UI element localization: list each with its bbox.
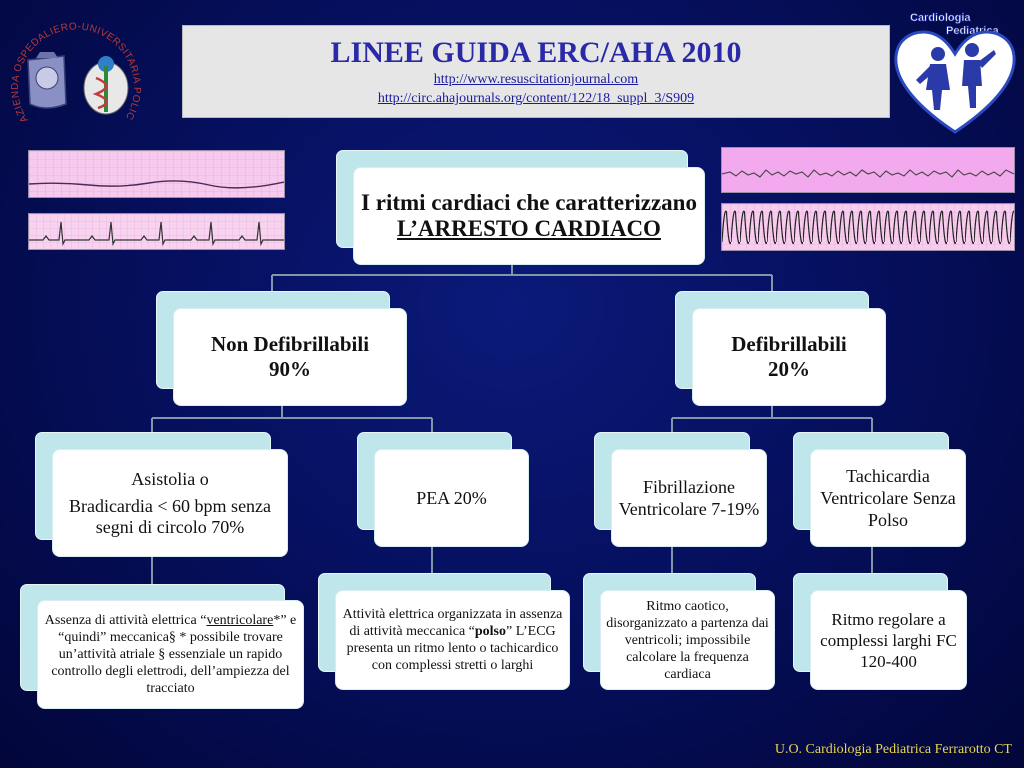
- children-icon: [916, 43, 996, 110]
- node-fibrillazione: Fibrillazione Ventricolare 7-19%: [594, 432, 768, 547]
- node-tachicardia-detail: Ritmo regolare a complessi larghi FC 120…: [793, 573, 966, 689]
- node-asistolia: Asistolia o Bradicardia < 60 bpm senza s…: [35, 432, 289, 557]
- root-node: I ritmi cardiaci che caratterizzano L’AR…: [336, 150, 706, 265]
- crest-icon: [27, 52, 67, 109]
- logo-text-cardiologia: Cardiologia: [910, 12, 971, 24]
- node-defibrillabili: Defibrillabili 20%: [675, 291, 887, 406]
- root-title: I ritmi cardiaci che caratterizzano: [361, 190, 697, 215]
- node-pea-detail: Attività elettrica organizzata in assenz…: [318, 573, 569, 689]
- non-defibrillabili-pct: 90%: [269, 357, 311, 381]
- tachicardia-detail-text: Ritmo regolare a complessi larghi FC 120…: [820, 609, 957, 671]
- cardiologia-pediatrica-logo: Cardiologia Pediatrica: [890, 10, 1020, 135]
- node-non-defibrillabili: Non Defibrillabili 90%: [156, 291, 408, 406]
- node-tachicardia: Tachicardia Ventricolare Senza Polso: [793, 432, 967, 547]
- circulation-link[interactable]: http://circ.ahajournals.org/content/122/…: [377, 91, 695, 106]
- tachicardia-label: Tachicardia Ventricolare Senza Polso: [820, 466, 956, 530]
- asistolia-line2: Bradicardia < 60 bpm senza segni di circ…: [68, 495, 272, 537]
- node-fibrillazione-detail: Ritmo caotico, disorganizzato a partenza…: [583, 573, 774, 689]
- hospital-logo: AZIENDA OSPEDALIERO-UNIVERSITARIA POLICL…: [2, 0, 146, 142]
- header-box: LINEE GUIDA ERC/AHA 2010 http://www.resu…: [182, 25, 890, 118]
- heart-icon: [894, 30, 1016, 134]
- pea-detail-text: Attività elettrica organizzata in assenz…: [342, 607, 563, 673]
- non-defibrillabili-label: Non Defibrillabili: [210, 332, 370, 356]
- resuscitation-link[interactable]: http://www.resuscitationjournal.com: [433, 72, 639, 87]
- ecg-strip-asystole: [28, 150, 285, 198]
- page-title: LINEE GUIDA ERC/AHA 2010: [330, 36, 742, 69]
- node-asistolia-detail: Assenza di attività elettrica “ventricol…: [20, 584, 303, 708]
- ecg-strip-fibrillation: [721, 147, 1015, 193]
- caduceus-icon: [83, 56, 129, 115]
- defibrillabili-label: Defibrillabili: [731, 332, 847, 356]
- pea-label: PEA 20%: [416, 487, 487, 508]
- root-subtitle: L’ARRESTO CARDIACO: [397, 216, 661, 241]
- fibrillazione-detail-text: Ritmo caotico, disorganizzato a partenza…: [606, 598, 769, 682]
- defibrillabili-pct: 20%: [768, 357, 810, 381]
- footer-credit: U.O. Cardiologia Pediatrica Ferrarotto C…: [774, 742, 1012, 757]
- asistolia-detail-text: Assenza di attività elettrica “ventricol…: [44, 613, 297, 696]
- fibrillazione-label: Fibrillazione Ventricolare 7-19%: [618, 477, 760, 519]
- ecg-strip-bradycardia: [28, 213, 285, 250]
- ecg-strip-tachycardia: [721, 203, 1015, 251]
- asistolia-line1: Asistolia o: [131, 468, 209, 489]
- node-pea: PEA 20%: [357, 432, 530, 547]
